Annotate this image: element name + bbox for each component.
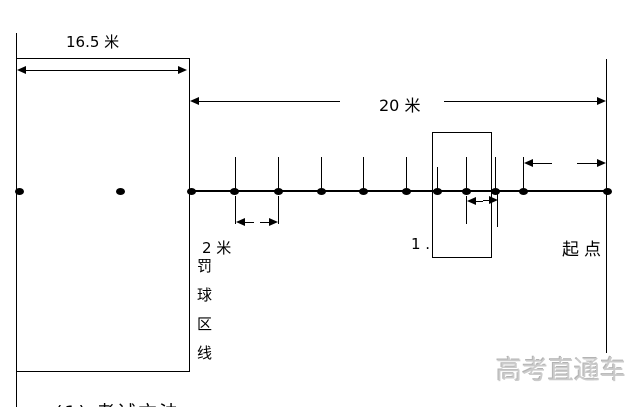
marker-dot [317, 188, 326, 195]
penalty-line-label: 罚 球 区 线 [197, 252, 212, 368]
dim-20-line-left [198, 101, 340, 102]
marker-dot [519, 188, 528, 195]
penalty-width-label: 16.5 米 [66, 33, 120, 51]
dim-20-line-right [444, 101, 598, 102]
penalty-line-char: 罚 [197, 257, 213, 275]
marker-dot [491, 188, 500, 195]
watermark-text: 高考直通车 [496, 356, 627, 386]
marker-pole [321, 157, 322, 191]
dim-2-extension-left [235, 196, 236, 224]
dim-16-5-arrowhead-right [178, 66, 187, 74]
marker-dot [462, 188, 471, 195]
dim-20-arrowhead-left [190, 97, 199, 105]
start-line [606, 59, 607, 353]
marker-pole [363, 157, 364, 191]
marker-pole-short [437, 167, 438, 191]
penalty-line-char: 球 [197, 286, 213, 304]
marker-pole [495, 157, 496, 191]
dim-2-shaft-right [260, 222, 269, 223]
dim-16-5-arrowhead-left [17, 66, 26, 74]
dim-1-arrowhead-left [467, 197, 476, 205]
marker-dot [274, 188, 283, 195]
marker-pole [523, 157, 524, 191]
dim-1-extension-right [497, 193, 498, 227]
marker-pole [235, 157, 236, 191]
start-gap-shaft-left [532, 163, 552, 164]
pole-spacing-label: 2 米 [202, 239, 232, 257]
marker-pole [466, 157, 467, 191]
marker-dot [433, 188, 442, 195]
dim-2-extension-right [278, 196, 279, 224]
start-gap-arrowhead-left [524, 159, 533, 167]
marker-pole [278, 157, 279, 191]
course-line [188, 190, 608, 192]
dim-2-arrowhead-right [269, 218, 278, 226]
caption-text: (1) 考试方法 [55, 398, 180, 407]
marker-number-label: 1 . [411, 235, 431, 253]
marker-dot [359, 188, 368, 195]
course-length-label: 20 米 [379, 96, 421, 115]
dim-1-shaft-left [475, 201, 483, 202]
dim-1-extension-left [466, 196, 467, 224]
start-gap-arrowhead-right [597, 159, 606, 167]
penalty-line-char: 线 [197, 344, 213, 362]
marker-dot [603, 188, 612, 195]
dim-1-shaft-right [483, 200, 490, 201]
marker-dot [230, 188, 239, 195]
pole-highlight-rect [432, 132, 492, 258]
dim-1-arrowhead-right [489, 196, 498, 204]
penalty-line-char: 区 [197, 315, 213, 333]
marker-pole [406, 157, 407, 191]
dim-16-5-line [25, 70, 179, 71]
dim-2-shaft-left [244, 222, 254, 223]
marker-dot [402, 188, 411, 195]
marker-dot [15, 188, 24, 195]
dim-2-arrowhead-left [236, 218, 245, 226]
marker-dot [116, 188, 125, 195]
penalty-area-rect [16, 58, 190, 372]
start-point-label: 起点 [562, 240, 606, 260]
marker-dot [187, 188, 196, 195]
start-gap-shaft-right [577, 163, 597, 164]
dim-20-arrowhead-right [597, 97, 606, 105]
